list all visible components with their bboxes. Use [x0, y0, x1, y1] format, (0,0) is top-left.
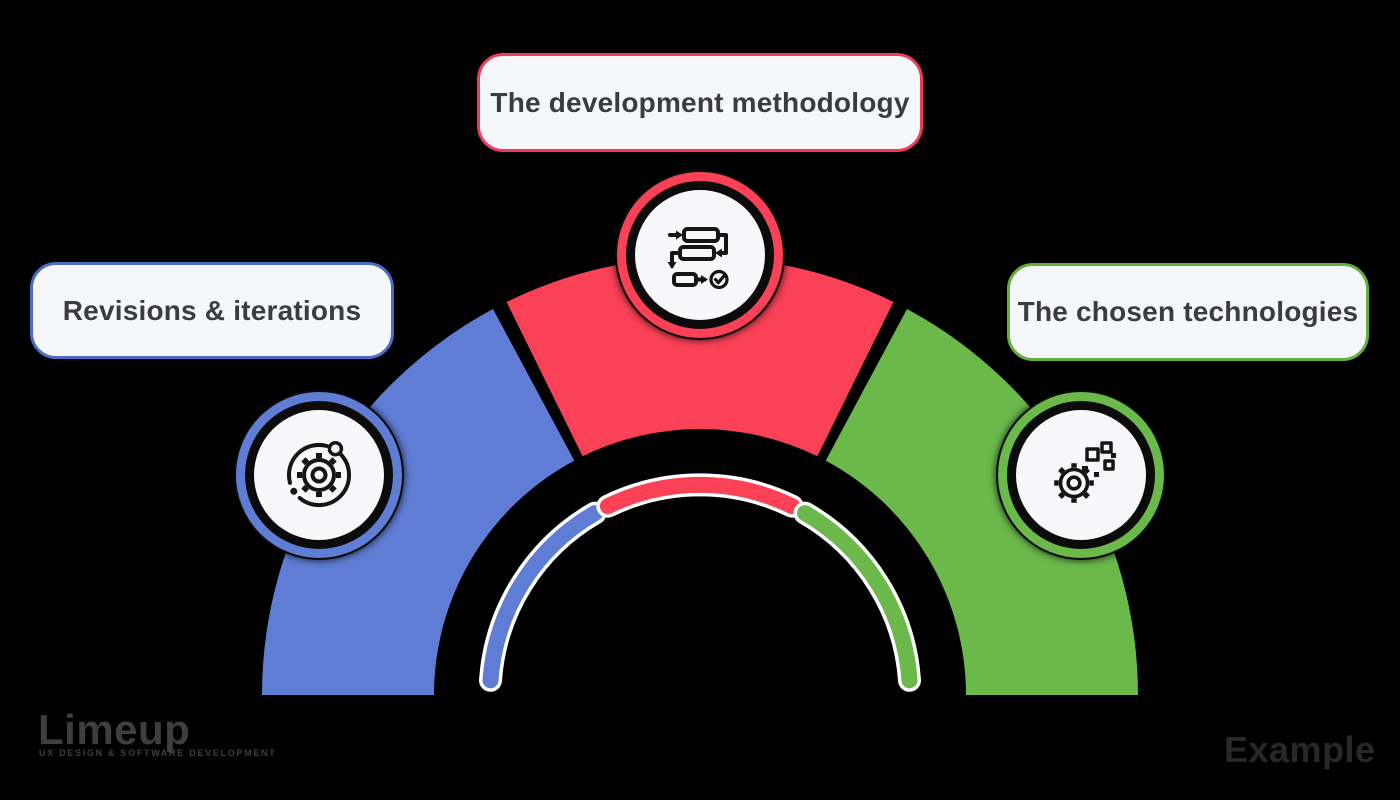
segment-methodology	[506, 256, 894, 457]
watermark-text: Example	[1224, 729, 1376, 770]
inner-arc-red	[599, 476, 801, 515]
logo-tagline: UX DESIGN & SOFTWARE DEVELOPMENT	[39, 748, 277, 758]
segment-technologies	[825, 309, 1138, 695]
inner-progress-arc	[479, 473, 921, 692]
segment-revisions	[262, 309, 575, 695]
label-box-technologies: The chosen technologies	[1007, 263, 1369, 361]
gear-pixels-icon	[1054, 441, 1116, 503]
label-technologies: The chosen technologies	[1017, 296, 1359, 327]
gear-orbit-icon	[286, 440, 351, 508]
badge-methodology	[615, 170, 785, 340]
badge-revisions	[234, 390, 404, 560]
workflow-check-icon	[667, 227, 729, 290]
badge-technologies	[996, 390, 1166, 560]
label-box-methodology: The development methodology	[477, 53, 923, 152]
label-methodology: The development methodology	[490, 86, 910, 118]
label-revisions: Revisions & iterations	[62, 294, 362, 326]
label-box-revisions: Revisions & iterations	[30, 262, 394, 359]
logo-wordmark: Limeup	[38, 706, 191, 753]
inner-arc-green	[797, 505, 918, 689]
inner-arc-blue	[482, 505, 603, 689]
